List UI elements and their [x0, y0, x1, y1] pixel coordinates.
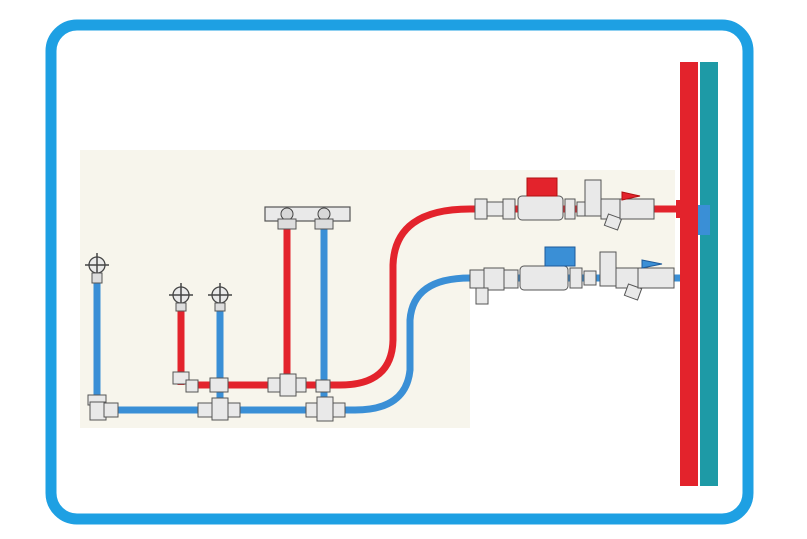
pressure-reducer-icon [599, 251, 617, 287]
tap-valve-icon [208, 283, 232, 312]
strainer-filter-icon [623, 283, 643, 301]
tap-valve-icon [169, 283, 193, 312]
water-meter-icon [526, 177, 558, 197]
hot-meter-assembly [474, 177, 655, 231]
strainer-filter-icon [603, 213, 623, 231]
cold-riser-pipe [700, 62, 718, 486]
pressure-reducer-icon [584, 179, 602, 217]
tap-valve-icon [85, 253, 109, 284]
hot-riser-pipe [680, 62, 698, 486]
water-meter-icon [544, 246, 576, 267]
ball-valve-icon [621, 191, 641, 201]
ball-valve-icon [641, 259, 663, 269]
hot-supply-pipe [195, 205, 680, 389]
cold-riser-junction [698, 205, 710, 235]
pipe-fittings [87, 371, 346, 422]
cold-meter-assembly [469, 246, 675, 305]
wall-mount-bracket-icon [264, 206, 351, 230]
cold-supply-pipe [97, 274, 680, 414]
hot-riser-junction [676, 200, 686, 218]
